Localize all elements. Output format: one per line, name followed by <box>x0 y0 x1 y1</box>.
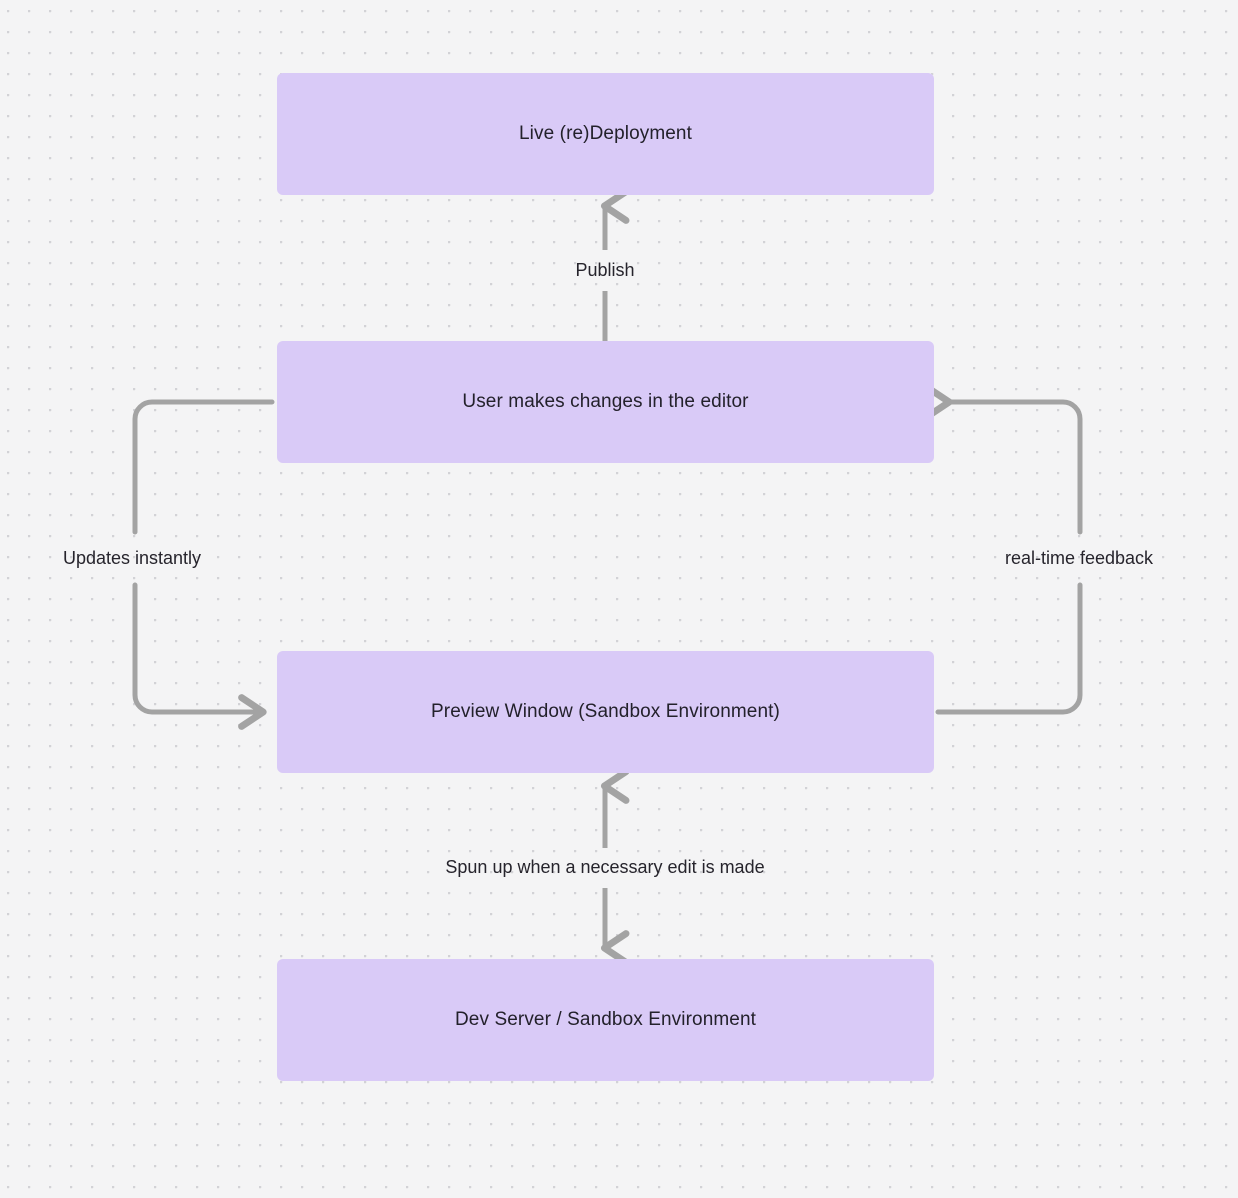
node-preview-window-label: Preview Window (Sandbox Environment) <box>431 700 780 722</box>
edge-realtime-upper-segment <box>924 384 1083 535</box>
node-user-edits-label: User makes changes in the editor <box>462 390 749 412</box>
node-user-edits[interactable]: User makes changes in the editor <box>277 341 934 463</box>
node-dev-server[interactable]: Dev Server / Sandbox Environment <box>277 959 934 1081</box>
edge-updates-lower-segment <box>132 582 267 730</box>
node-preview-window[interactable]: Preview Window (Sandbox Environment) <box>277 651 934 773</box>
node-live-deployment[interactable]: Live (re)Deployment <box>277 73 934 195</box>
edge-label-updates-instantly: Updates instantly <box>62 548 202 568</box>
node-dev-server-label: Dev Server / Sandbox Environment <box>454 1008 756 1030</box>
edge-label-real-time-feedback: real-time feedback <box>1004 548 1154 568</box>
node-live-deployment-label: Live (re)Deployment <box>519 122 692 144</box>
edge-updates-upper-segment <box>132 399 275 535</box>
edge-realtime-lower-segment <box>935 582 1083 715</box>
edge-label-spun-up: Spun up when a necessary edit is made <box>445 857 765 877</box>
edge-label-publish: Publish <box>575 260 635 280</box>
